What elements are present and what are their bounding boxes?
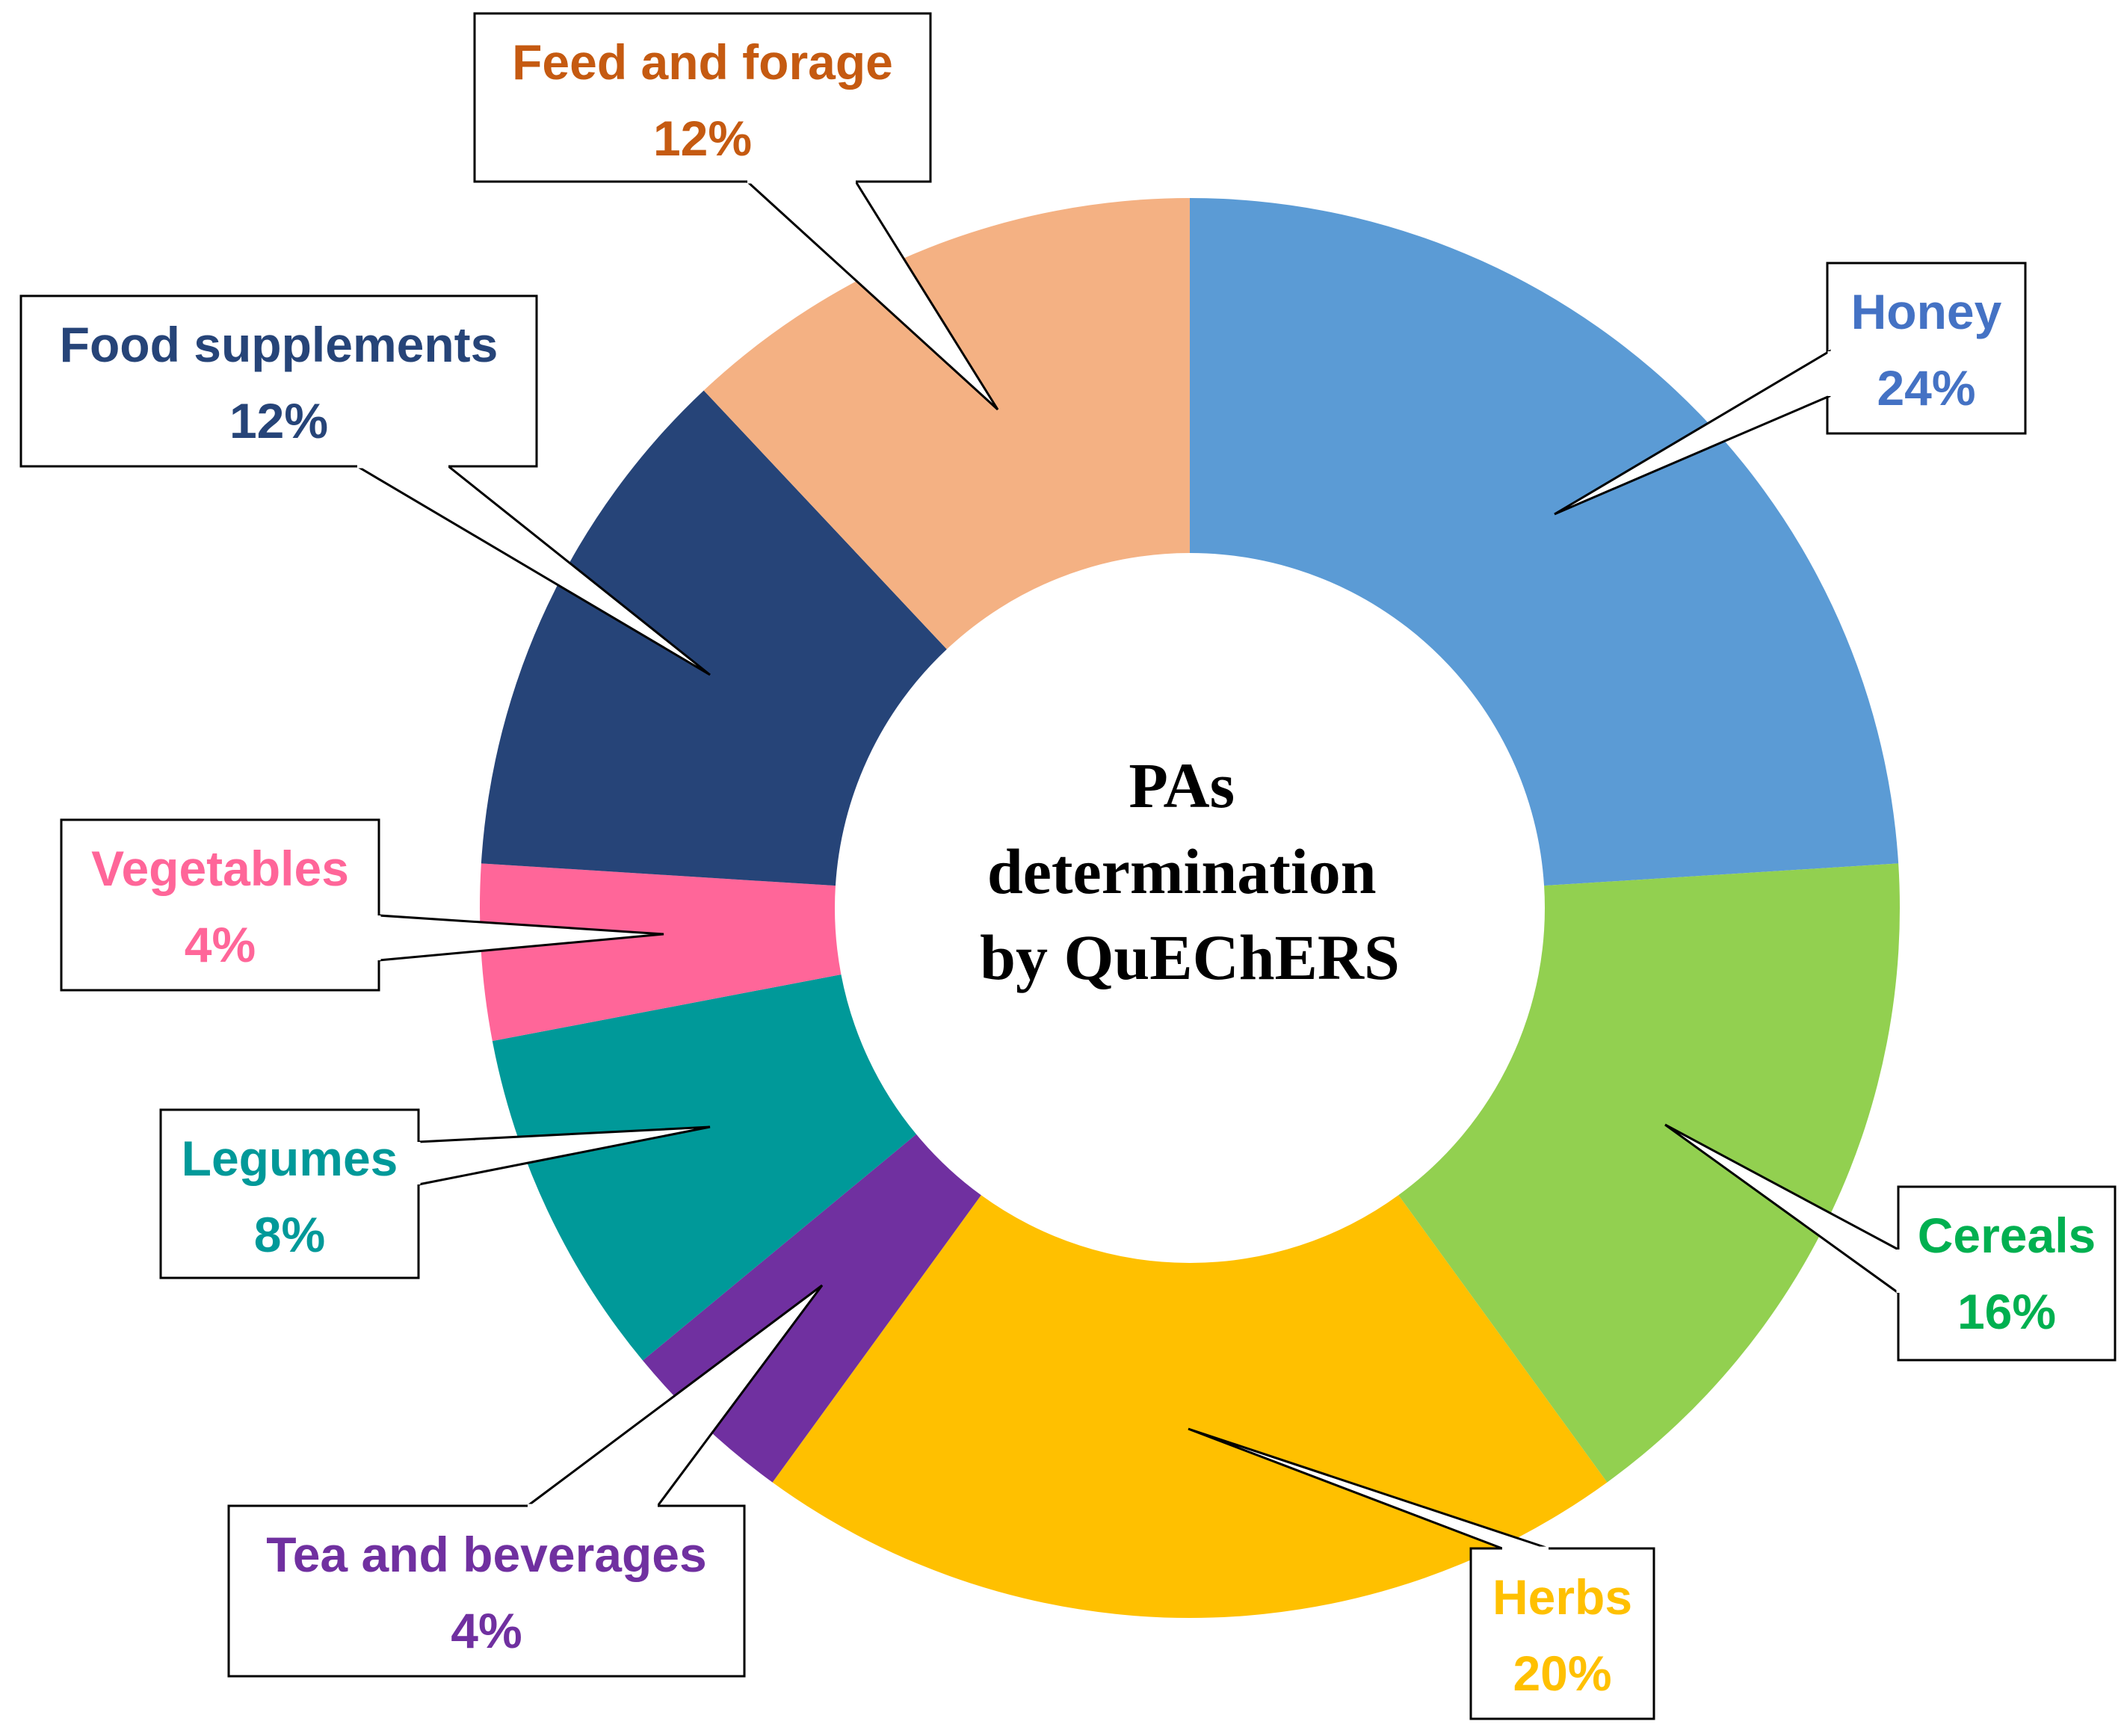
slice-name-label: Honey xyxy=(1851,284,2002,339)
callout-box xyxy=(19,294,538,468)
callout-box xyxy=(227,1504,746,1678)
slice-name-label: Tea and beverages xyxy=(266,1527,706,1582)
callout-box xyxy=(60,818,380,992)
slice-value-label: 16% xyxy=(1957,1284,2056,1339)
callout-honey: Honey 24% xyxy=(1554,262,2027,516)
callout-box xyxy=(159,1108,420,1279)
slice-feed-and-forage xyxy=(703,198,1190,649)
callout-box xyxy=(1826,262,2027,435)
slice-value-label: 24% xyxy=(1877,360,1975,416)
callout-legumes: Legumes 8% xyxy=(159,1108,711,1279)
slice-legumes xyxy=(492,974,917,1361)
slice-value-label: 4% xyxy=(451,1603,522,1658)
slice-name-label: Herbs xyxy=(1492,1569,1632,1625)
slice-value-label: 20% xyxy=(1513,1646,1611,1701)
center-label-line-1: PAs xyxy=(1129,750,1235,821)
callout-box xyxy=(473,12,932,183)
slice-name-label: Legumes xyxy=(182,1131,398,1186)
callout-cereals: Cereals 16% xyxy=(1664,1123,2117,1362)
callout-box xyxy=(1897,1185,2117,1362)
callout-feed-and-forage: Feed and forage 12% xyxy=(473,12,999,411)
slice-honey xyxy=(1190,198,1899,886)
callout-herbs: Herbs 20% xyxy=(1188,1427,1655,1720)
callout-box xyxy=(1469,1547,1655,1720)
callout-food-supplements: Food supplements 12% xyxy=(19,294,711,676)
slice-name-label: Cereals xyxy=(1918,1208,2096,1263)
slice-cereals xyxy=(1398,863,1900,1483)
slice-food-supplements xyxy=(481,390,947,886)
callout-tea-and-beverages: Tea and beverages 4% xyxy=(227,1284,824,1678)
slice-value-label: 12% xyxy=(653,111,752,166)
slice-value-label: 4% xyxy=(185,917,256,972)
callout-vegetables: Vegetables 4% xyxy=(60,818,664,992)
center-label: PAs determination by QuEChERS xyxy=(980,750,1400,993)
center-label-line-2: determination xyxy=(987,835,1377,907)
slice-name-label: Feed and forage xyxy=(512,34,893,90)
slice-value-label: 8% xyxy=(254,1207,325,1262)
slice-name-label: Vegetables xyxy=(91,841,349,896)
slice-herbs xyxy=(772,1195,1608,1619)
slice-vegetables xyxy=(480,863,842,1042)
slice-name-label: Food supplements xyxy=(60,317,498,372)
data-label-callouts: Honey 24% Cereals 16% Herbs 20% Tea and bevera… xyxy=(19,12,2117,1720)
center-label-line-3: by QuEChERS xyxy=(980,921,1400,993)
slice-value-label: 12% xyxy=(229,393,328,448)
